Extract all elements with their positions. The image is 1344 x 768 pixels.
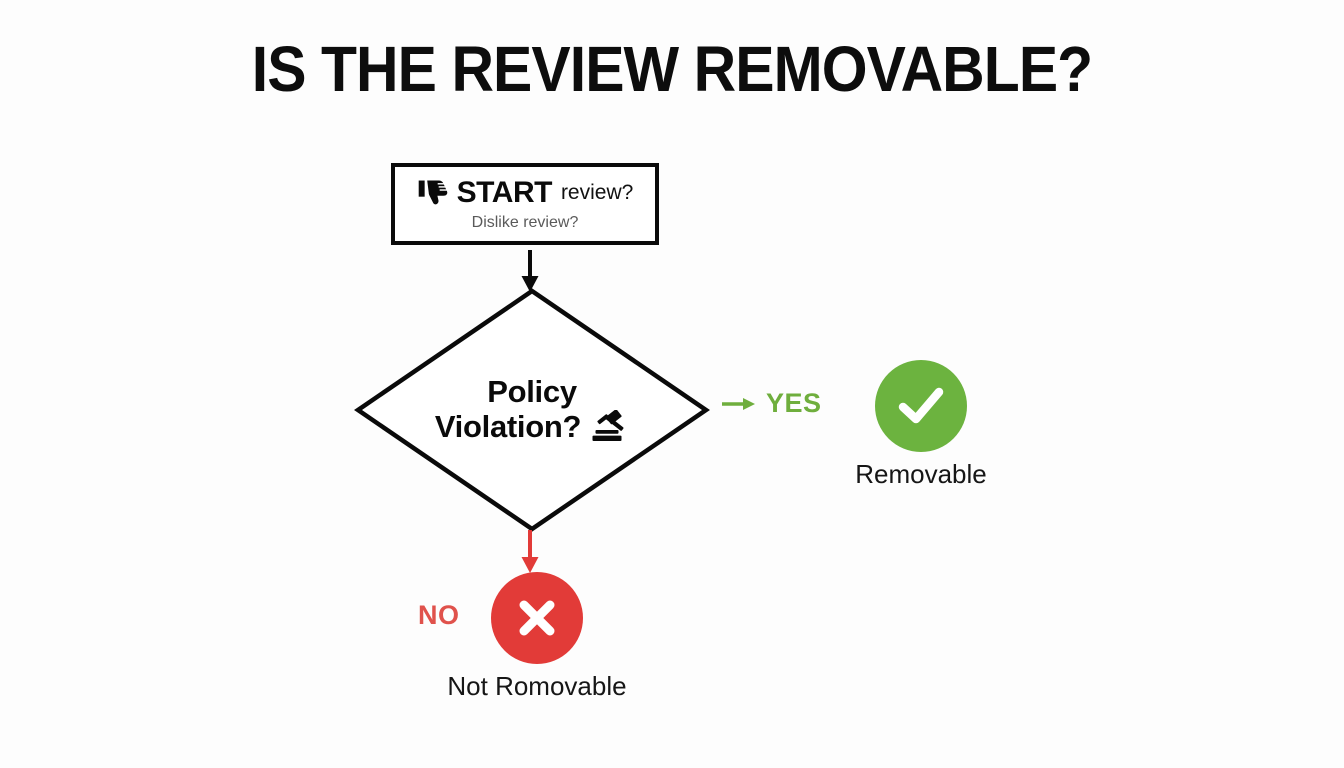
start-node-main-row: START review? — [417, 175, 634, 210]
no-branch-arrow-icon — [521, 530, 539, 573]
decision-diamond-shape — [354, 288, 710, 532]
checkmark-icon — [898, 387, 944, 424]
yes-result-label: Removable — [855, 459, 987, 489]
yes-branch-label: YES — [766, 388, 822, 418]
no-result-label: Not Romovable — [447, 671, 627, 701]
connector-start-to-decision-arrow — [521, 250, 539, 292]
start-node[interactable]: START review? Dislike review? — [391, 163, 659, 245]
start-node-sublabel: review? — [560, 181, 634, 204]
check-circle-icon[interactable] — [875, 360, 967, 452]
right-arrow-icon — [722, 397, 755, 410]
decision-node[interactable]: Policy Violation? — [352, 285, 712, 535]
yes-branch-connector: YES — [722, 390, 822, 417]
page-title: IS THE REVIEW REMOVABLE? — [251, 33, 1093, 105]
cross-icon — [519, 600, 555, 636]
no-branch-label: NO — [418, 600, 460, 630]
x-circle-icon[interactable] — [491, 572, 583, 664]
start-node-label: START — [456, 175, 553, 209]
thumbs-down-icon — [418, 180, 448, 204]
start-node-caption: Dislike review? — [471, 213, 579, 231]
